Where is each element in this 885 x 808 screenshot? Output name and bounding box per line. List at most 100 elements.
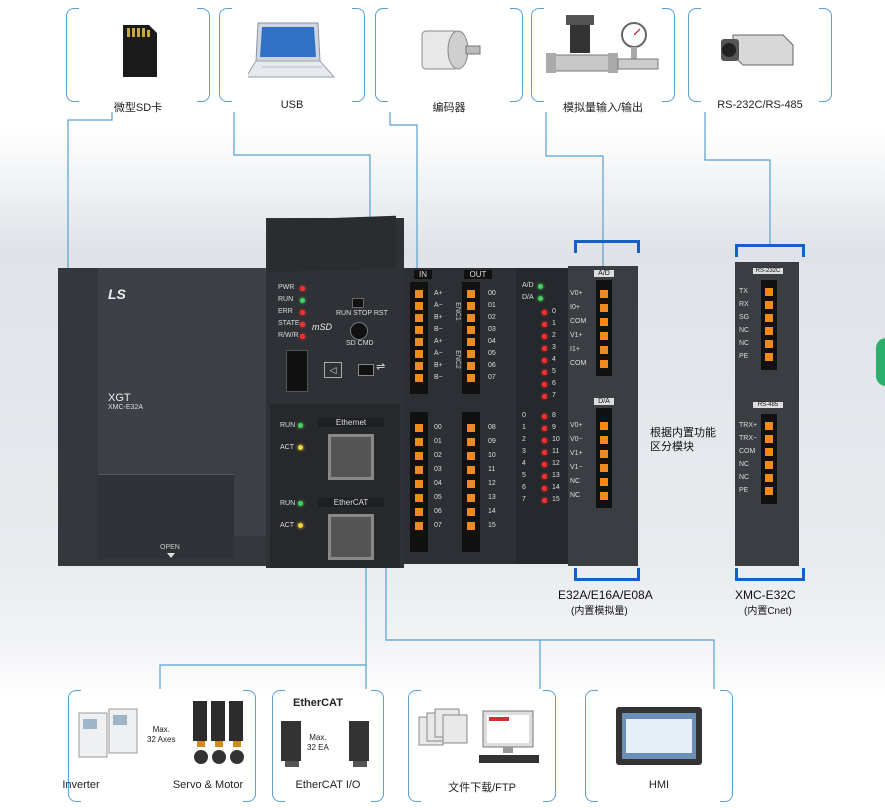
ad-led-label: A/D: [522, 282, 534, 289]
top-device-analog: 模拟量输入/输出: [531, 7, 675, 114]
out-terminal-screw: [467, 338, 475, 346]
in-bottom-label: 04: [434, 480, 442, 487]
status-led-label: R/W/R: [278, 332, 299, 339]
out-bottom-label: 13: [488, 494, 496, 501]
rs232-pin-label: RX: [739, 301, 749, 308]
rs485-pin-label: COM: [739, 448, 756, 455]
sd-slot[interactable]: [286, 350, 308, 392]
led-label: 6: [552, 380, 556, 387]
out-label: OUT: [464, 270, 492, 279]
top-device-rs: RS-232C/RS-485: [688, 7, 832, 111]
out-bottom-label: 14: [488, 508, 496, 515]
ethernet-label: Ethernet: [318, 418, 384, 427]
rs232-terminal-screw: [765, 327, 773, 335]
rs485-terminal-screw: [765, 448, 773, 456]
rs485-pin-label: TRX−: [739, 435, 758, 442]
input-led: [542, 382, 547, 387]
led-label-left: 7: [522, 496, 526, 503]
rs232-terminal-screw: [765, 288, 773, 296]
servo-icon: [193, 701, 244, 764]
da-pin-label: V1+: [570, 450, 583, 457]
sd-cmd-button[interactable]: [350, 322, 368, 340]
input-led: [542, 322, 547, 327]
pc-icon: [418, 708, 539, 763]
laptop-icon: [248, 22, 336, 78]
out-bottom-label: 11: [488, 466, 496, 473]
sd-card-icon: [123, 25, 157, 77]
status-led-label: ERR: [278, 308, 293, 315]
rs485-pin-label: PE: [739, 487, 749, 494]
rs485-terminal-screw: [765, 461, 773, 469]
ad-pin-label: V1+: [570, 332, 583, 339]
err-led: [300, 310, 305, 315]
top-device-usb: USB: [219, 7, 365, 111]
rs485-pin-label: NC: [739, 461, 750, 468]
ad-pin-label: V0+: [570, 290, 583, 297]
cpu-series: XGT: [108, 392, 131, 404]
ad-terminal-screw: [600, 346, 608, 354]
cnet-highlight-bracket: [735, 244, 805, 257]
hmi-icon: [616, 707, 702, 765]
bottom-device-hmi: HMI: [585, 689, 733, 803]
led-label: 7: [552, 392, 556, 399]
side-tab-icon[interactable]: [876, 338, 885, 386]
out-bottom-label: 12: [488, 480, 496, 487]
run-stop-switch[interactable]: [352, 298, 364, 308]
enc-pin-label: A−: [434, 302, 443, 309]
in-bottom-label: 02: [434, 452, 442, 459]
cpu-front: PWR RUN ERR STATE R/W/R RUN STOP RST mSD…: [266, 215, 404, 568]
out-top-label: 04: [488, 338, 496, 345]
led-label-left: 5: [522, 472, 526, 479]
inverter-max-note: Max.32 Axes: [147, 725, 176, 744]
sd-cover-flap[interactable]: [268, 215, 396, 273]
rs232-terminal-screw: [765, 340, 773, 348]
in-bottom-label: 01: [434, 438, 442, 445]
output-led: [542, 486, 547, 491]
eth-act-label: ACT: [280, 444, 294, 451]
in-terminal-screw: [415, 374, 423, 382]
top-device-encoder: 编码器: [375, 7, 523, 114]
enc-pin-label: B−: [434, 326, 443, 333]
out-terminal-screw: [467, 374, 475, 382]
rs232-pin-label: NC: [739, 327, 750, 334]
da-pin-label: V0+: [570, 422, 583, 429]
inverter-icon: [78, 708, 138, 758]
rs232-header: RS-232C: [753, 268, 783, 274]
ethercat-port[interactable]: [328, 514, 374, 560]
analog-highlight-bracket-bottom: [574, 568, 640, 581]
out-terminal-screw: [467, 522, 475, 530]
cnet-highlight-bracket-bottom: [735, 568, 805, 581]
led-label-left: 2: [522, 436, 526, 443]
bottom-label-hmi: HMI: [648, 779, 670, 791]
rs232-pin-label: SG: [739, 314, 750, 321]
in-bottom-label: 03: [434, 466, 442, 473]
out-top-label: 06: [488, 362, 496, 369]
usb-port[interactable]: [358, 364, 374, 376]
cpu-cover-door[interactable]: [98, 474, 234, 559]
out-terminal-screw: [467, 452, 475, 460]
out-top-label: 02: [488, 314, 496, 321]
rs485-pin-label: NC: [739, 474, 750, 481]
out-terminal-screw: [467, 362, 475, 370]
out-terminal-screw: [467, 350, 475, 358]
da-terminal-screw: [600, 492, 608, 500]
sd-eject-icon: ◁: [324, 362, 342, 378]
out-terminal-screw: [467, 466, 475, 474]
ethercat-max-note: Max.32 EA: [307, 733, 329, 752]
led-label-left: 1: [522, 424, 526, 431]
analog-model: E32A/E16A/E08A: [558, 588, 653, 602]
rs485-pin-label: TRX+: [739, 422, 758, 429]
out-terminal-screw: [467, 314, 475, 322]
ethernet-port[interactable]: [328, 434, 374, 480]
input-led: [542, 370, 547, 375]
enc2-label: ENC2: [453, 350, 461, 369]
ecat-run-led: [298, 501, 303, 506]
led-label: 1: [552, 320, 556, 327]
rs232-pin-label: TX: [739, 288, 748, 295]
cpu-model: XMC-E32A: [108, 404, 144, 411]
out-bottom-label: 15: [488, 522, 496, 529]
in-terminal-screw: [415, 508, 423, 516]
